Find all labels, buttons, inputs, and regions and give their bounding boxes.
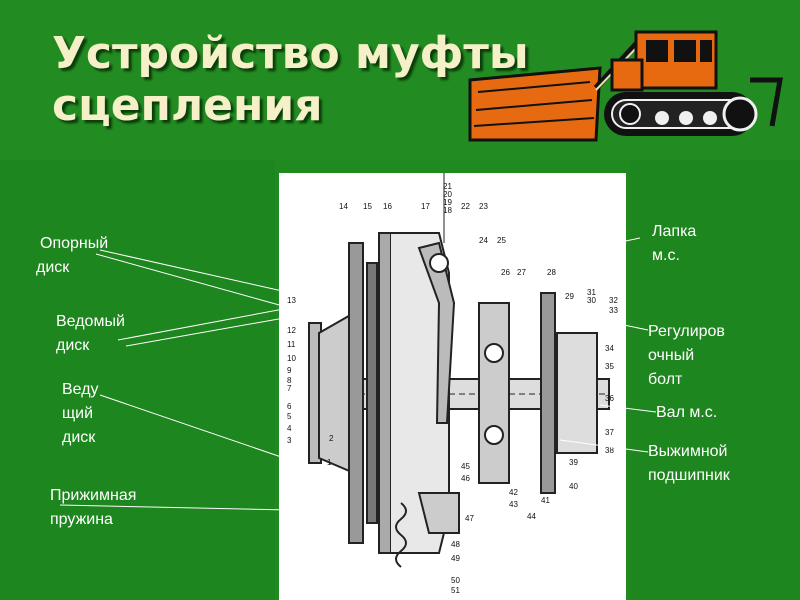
label-adjusting-bolt-line-1: Регулиров: [648, 323, 725, 340]
title-line-2: сцепления: [52, 80, 323, 131]
part-number-47: 47: [465, 514, 474, 523]
label-drive-disc-line-3: диск: [62, 429, 96, 446]
part-number-2: 2: [329, 434, 334, 443]
label-release-bearing-line-1: Выжимной: [648, 443, 728, 460]
label-release-bearing: Выжимной подшипник: [648, 440, 730, 488]
part-number-42: 42: [509, 488, 518, 497]
part-number-40: 40: [569, 482, 578, 491]
part-number-25: 25: [497, 236, 506, 245]
label-adjusting-bolt: Регулиров очный болт: [648, 320, 725, 392]
part-number-43: 43: [509, 500, 518, 509]
part-number-39: 39: [569, 458, 578, 467]
part-number-1: 1: [327, 458, 332, 467]
slide-title: Устройство муфты сцепления: [52, 28, 612, 132]
part-number-34: 34: [605, 344, 614, 353]
part-number-27: 27: [517, 268, 526, 277]
background-panel-left: [0, 160, 275, 600]
part-number-50: 50: [451, 576, 460, 585]
label-support-disc: Опорный диск: [36, 232, 109, 280]
label-pressure-spring-line-1: Прижимная: [50, 487, 137, 504]
part-number-46: 46: [461, 474, 470, 483]
part-number-32: 32: [609, 296, 618, 305]
part-number-37: 37: [605, 428, 614, 437]
part-number-28: 28: [547, 268, 556, 277]
label-pressure-spring: Прижимная пружина: [50, 484, 136, 532]
part-number-33: 33: [609, 306, 618, 315]
part-number-49: 49: [451, 554, 460, 563]
part-number-10: 10: [287, 354, 296, 363]
label-lever-pawl-line-1: Лапка: [652, 223, 697, 240]
label-driven-disc: Ведомый диск: [56, 310, 125, 358]
part-number-12: 12: [287, 326, 296, 335]
part-number-20: 20: [443, 190, 452, 199]
label-driven-disc-line-1: Ведомый: [56, 313, 125, 330]
part-number-38: 38: [605, 446, 614, 455]
label-support-disc-line-1: Опорный: [40, 235, 109, 252]
label-adjusting-bolt-line-3: болт: [648, 371, 683, 388]
part-number-6: 6: [287, 402, 292, 411]
part-number-22: 22: [461, 202, 470, 211]
label-adjusting-bolt-line-2: очный: [648, 347, 695, 364]
part-number-15: 15: [363, 202, 372, 211]
part-number-5: 5: [287, 412, 292, 421]
part-number-24: 24: [479, 236, 488, 245]
part-number-30: 30: [587, 296, 596, 305]
part-number-17: 17: [421, 202, 430, 211]
part-number-19: 19: [443, 198, 452, 207]
part-number-44: 44: [527, 512, 536, 521]
label-driven-disc-line-2: диск: [56, 337, 90, 354]
background-panel-right: [630, 160, 800, 600]
part-number-29: 29: [565, 292, 574, 301]
label-drive-disc-line-2: щий: [62, 405, 94, 422]
label-drive-disc: Веду щий диск: [62, 378, 99, 450]
part-number-48: 48: [451, 540, 460, 549]
label-drive-disc-line-1: Веду: [62, 381, 99, 398]
title-line-1: Устройство муфты: [52, 28, 529, 79]
part-number-11: 11: [287, 340, 296, 349]
label-shaft: Вал м.с.: [656, 401, 717, 425]
part-number-8: 8: [287, 376, 292, 385]
label-support-disc-line-2: диск: [36, 259, 70, 276]
part-number-9: 9: [287, 366, 292, 375]
part-number-35: 35: [605, 362, 614, 371]
part-number-51: 51: [451, 586, 460, 595]
label-pressure-spring-line-2: пружина: [50, 511, 113, 528]
part-number-36: 36: [605, 394, 614, 403]
part-number-45: 45: [461, 462, 470, 471]
label-shaft-line-1: Вал м.с.: [656, 404, 718, 421]
part-number-7: 7: [287, 384, 292, 393]
label-lever-pawl-line-2: м.с.: [652, 247, 680, 264]
part-number-21: 21: [443, 182, 452, 191]
part-number-13: 13: [287, 296, 296, 305]
label-lever-pawl: Лапка м.с.: [652, 220, 696, 268]
part-number-14: 14: [339, 202, 348, 211]
part-number-3: 3: [287, 436, 292, 445]
part-number-31: 31: [587, 288, 596, 297]
part-number-23: 23: [479, 202, 488, 211]
part-number-18: 18: [443, 206, 452, 215]
label-release-bearing-line-2: подшипник: [648, 467, 730, 484]
part-number-4: 4: [287, 424, 292, 433]
part-number-41: 41: [541, 496, 550, 505]
part-number-26: 26: [501, 268, 510, 277]
part-number-16: 16: [383, 202, 392, 211]
